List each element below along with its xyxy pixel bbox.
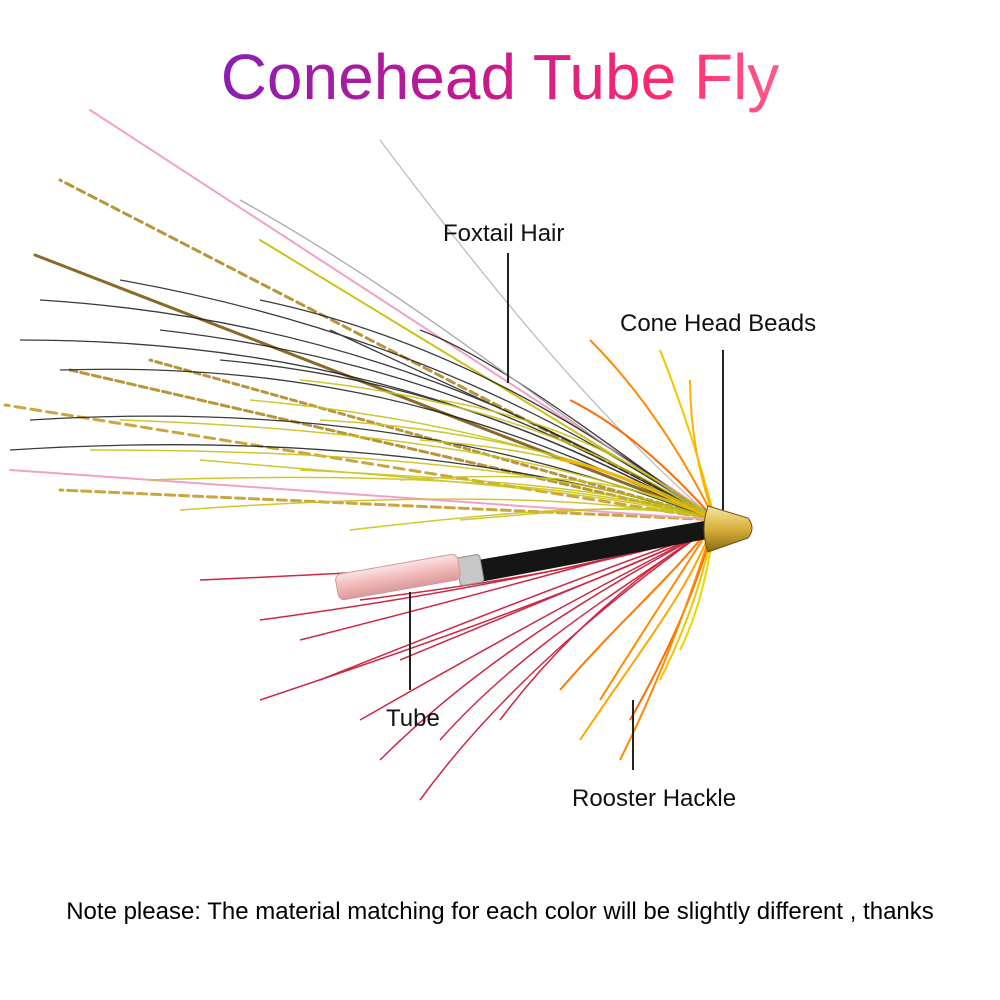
leader-foxtail-hair: [507, 253, 509, 383]
callout-rooster-hackle: Rooster Hackle: [572, 785, 737, 812]
leader-tube: [409, 592, 411, 690]
title: Conehead Tube Fly: [0, 40, 1000, 114]
note-text: Note please: The material matching for e…: [66, 898, 934, 925]
fly-body: [335, 520, 712, 601]
callout-tube: Tube: [386, 705, 440, 732]
leader-cone-head-beads: [722, 350, 724, 510]
callout-cone-head-beads: Cone Head Beads: [620, 310, 817, 337]
callout-foxtail-hair: Foxtail Hair: [443, 220, 565, 247]
yellow-foxtail-hair: [89, 379, 716, 531]
title-text: Conehead Tube Fly: [220, 41, 780, 113]
tube-shape: [335, 553, 461, 601]
leader-rooster-hackle: [632, 700, 634, 770]
cone-head-bead: [703, 505, 753, 553]
